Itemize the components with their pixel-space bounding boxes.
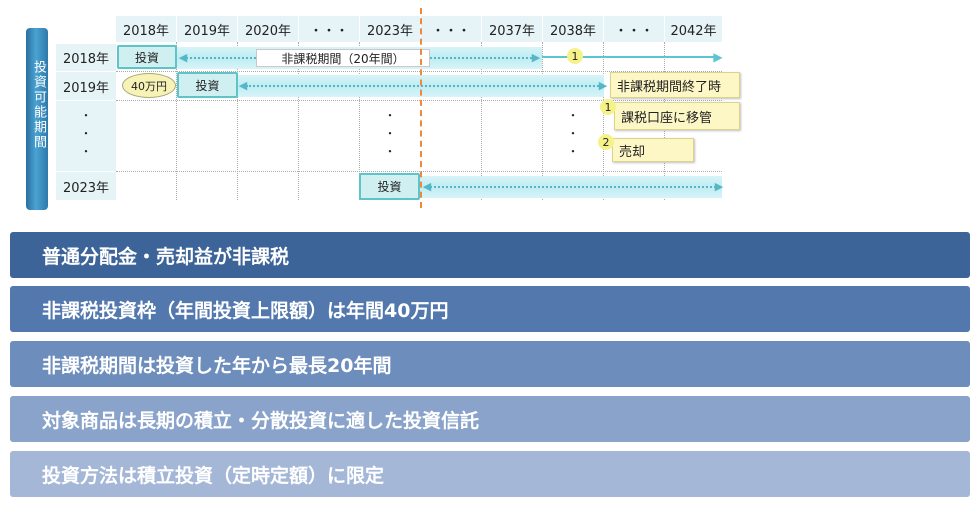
year-header-2023: 2023年 [360,16,420,42]
feature-band-2: 非課税投資枠（年間投資上限額）は年間40万円 [10,286,970,332]
arrow-right-icon: ▶ [598,78,608,92]
year-header-2037: 2037年 [482,16,542,42]
transition-arrow-line [542,56,716,58]
feature-band-1: 普通分配金・売却益が非課税 [10,232,970,278]
invest-box-2019: 投資 [177,72,238,98]
feature-band-4: 対象商品は長期の積立・分散投資に適した投資信託 [10,396,970,442]
arrow-left-icon: ◀ [238,78,248,92]
tax-free-period-label: 非課税期間（20年間） [256,49,430,67]
grid-line [542,42,543,200]
row-header-2018: 2018年 [56,44,116,71]
grid-dot: ・ [384,145,396,158]
invest-box-2018: 投資 [117,45,177,69]
grid-line [116,71,722,72]
dotted-arrow-2023 [430,186,716,188]
grid-line [359,42,360,200]
grid-dot: ・ [567,127,579,140]
grid-line [116,171,722,172]
arrow-left-icon: ◀ [422,179,432,193]
current-year-line [420,8,422,208]
amount-badge: 40万円 [122,73,176,98]
arrow-right-icon: ▶ [713,50,723,64]
callout-transfer-taxable-account: 課税口座に移管 [614,102,740,130]
invest-box-2023: 投資 [359,173,420,200]
row-header-2023: 2023年 [56,172,116,200]
arrow-right-icon: ▶ [531,50,541,64]
row-header-ellipsis [56,101,116,171]
row-header-2019: 2019年 [56,72,116,100]
year-header-2038: 2038年 [543,16,603,42]
feature-band-3: 非課税期間は投資した年から最長20年間 [10,341,970,387]
grid-line [481,42,482,200]
grid-dot: ・ [384,127,396,140]
dotted-arrow-2019 [246,85,602,87]
year-header-ellipsis-3: ・・・ [604,16,664,42]
callout-period-end: 非課税期間終了時 [610,72,740,98]
row-dot-1: ・ [80,109,92,122]
grid-dot: ・ [567,145,579,158]
year-header-2018: 2018年 [116,16,176,42]
grid-dot: ・ [384,109,396,122]
investment-period-label: 投資可能期間 [31,60,46,150]
row-dot-3: ・ [80,145,92,158]
investment-period-bar [26,28,48,210]
feature-band-5: 投資方法は積立投資（定時定額）に限定 [10,451,970,497]
number-badge-2: 2 [598,134,614,150]
grid-line [603,42,604,200]
year-header-2042: 2042年 [665,16,722,42]
grid-line [237,42,238,200]
year-header-ellipsis-1: ・・・ [299,16,359,42]
year-header-2019: 2019年 [177,16,237,42]
arrow-left-icon: ◀ [178,50,188,64]
grid-dot: ・ [567,109,579,122]
arrow-right-icon: ▶ [714,179,724,193]
row-dot-2: ・ [80,127,92,140]
number-badge-1: 1 [567,48,583,64]
grid-line [176,42,177,200]
number-badge-1: 1 [600,99,616,115]
grid-line [116,100,722,101]
grid-line [298,42,299,200]
year-header-ellipsis-2: ・・・ [421,16,481,42]
year-header-2020: 2020年 [238,16,298,42]
callout-sell: 売却 [612,138,694,162]
